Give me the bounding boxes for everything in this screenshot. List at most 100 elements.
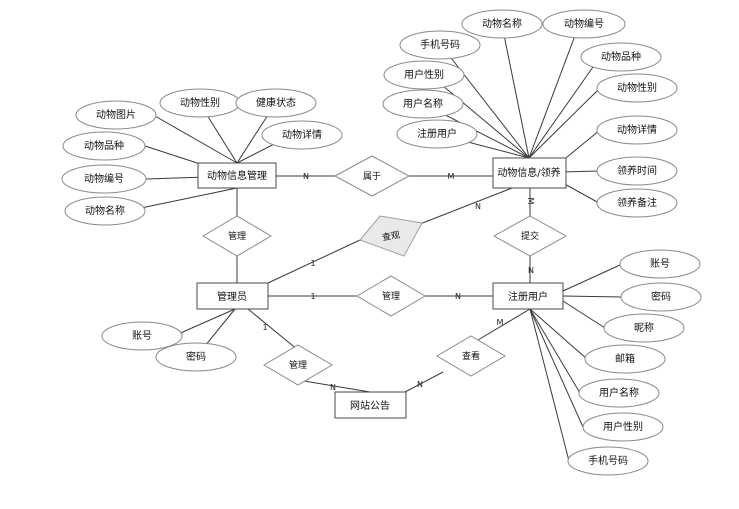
attribute-user-name: 用户名称: [578, 378, 660, 408]
svg-text:用户性别: 用户性别: [603, 420, 643, 433]
svg-text:健康状态: 健康状态: [256, 96, 296, 109]
attribute-nickname: 昵称: [603, 313, 685, 343]
relation-manage-info: 管理: [202, 215, 272, 257]
svg-text:密码: 密码: [651, 290, 671, 303]
svg-text:动物编号: 动物编号: [564, 17, 604, 30]
relation-admin-manage-user: 管理: [356, 275, 426, 317]
attributes-admin: 账号 密码: [101, 321, 237, 372]
attribute-animal-details: 动物详情: [261, 120, 343, 150]
svg-text:账号: 账号: [650, 258, 670, 270]
attribute-user-gender: 用户性别: [383, 60, 465, 90]
entity-registered-user: 注册用户: [492, 282, 564, 310]
svg-text:密码: 密码: [186, 350, 206, 363]
entity-animal-adopt: 动物信息/领养: [492, 157, 567, 189]
svg-text:昵称: 昵称: [634, 321, 654, 334]
cardinality-notice-user-n: N: [417, 380, 423, 389]
svg-text:用户名称: 用户名称: [599, 386, 639, 399]
svg-text:动物性别: 动物性别: [180, 96, 220, 109]
edges-relations: [236, 175, 531, 393]
attribute-account: 账号: [619, 249, 701, 279]
svg-text:动物品种: 动物品种: [84, 139, 124, 152]
svg-text:手机号码: 手机号码: [420, 38, 460, 51]
cardinality-belongs-n: N: [303, 172, 309, 181]
cardinality-manage-user-n: N: [455, 292, 461, 301]
relation-belongs-to: 属于: [333, 155, 411, 197]
cardinality-belongs-m: M: [448, 172, 455, 181]
relation-admin-manage-notice: 管理: [263, 344, 333, 386]
svg-text:动物性别: 动物性别: [617, 81, 657, 94]
attribute-animal-name: 动物名称: [461, 9, 543, 39]
attribute-animal-breed: 动物品种: [62, 131, 146, 161]
svg-text:领养时间: 领养时间: [617, 164, 657, 177]
entities: 动物信息管理 动物信息/领养 管理员 注册用户 网站公告: [196, 157, 567, 419]
attributes-user: 账号 密码 昵称 邮箱 用户名称 用户性别 手机号码: [567, 249, 702, 476]
svg-text:动物详情: 动物详情: [282, 128, 322, 141]
entity-admin: 管理员: [196, 282, 269, 310]
svg-text:用户性别: 用户性别: [404, 68, 444, 81]
attribute-user-gender: 用户性别: [582, 412, 664, 442]
cardinality-manage-user-1: 1: [310, 292, 315, 301]
svg-text:动物信息管理: 动物信息管理: [207, 169, 267, 182]
cardinality-view-1: 1: [310, 259, 315, 268]
svg-text:动物编号: 动物编号: [84, 172, 124, 185]
relation-submit: 提交: [492, 215, 568, 257]
attribute-animal-id: 动物编号: [61, 164, 147, 194]
edges-info-mgmt: [140, 103, 291, 209]
cardinality-submit-bottom: N: [528, 266, 534, 275]
svg-text:动物信息/领养: 动物信息/领养: [497, 166, 560, 179]
svg-text:动物品种: 动物品种: [601, 50, 641, 63]
svg-text:查看: 查看: [462, 350, 480, 362]
attribute-adopt-time: 领养时间: [596, 156, 678, 186]
attribute-animal-details: 动物详情: [596, 115, 678, 145]
attribute-phone-number: 手机号码: [399, 30, 481, 60]
cardinality-submit-top: M: [526, 198, 535, 205]
attribute-phone-number: 手机号码: [567, 446, 649, 476]
entity-animal-info-management: 动物信息管理: [197, 162, 277, 189]
svg-text:管理: 管理: [228, 230, 246, 242]
svg-text:管理员: 管理员: [217, 290, 247, 303]
cardinality-notice-user-m: M: [497, 318, 504, 327]
attribute-animal-breed: 动物品种: [580, 42, 662, 72]
attribute-health-status: 健康状态: [235, 88, 317, 118]
entity-site-notice: 网站公告: [334, 391, 407, 419]
attribute-user-name: 用户名称: [382, 89, 464, 119]
attribute-password: 密码: [620, 282, 702, 312]
svg-text:邮箱: 邮箱: [615, 352, 635, 365]
attribute-adopt-remark: 领养备注: [596, 188, 678, 218]
svg-text:动物名称: 动物名称: [482, 17, 522, 30]
svg-text:领养备注: 领养备注: [617, 196, 657, 209]
svg-text:账号: 账号: [132, 330, 152, 342]
svg-text:网站公告: 网站公告: [350, 399, 390, 412]
cardinality-labels: N M 1 N M N 1 N 1 N N M: [262, 172, 535, 392]
relation-view: 查观: [359, 215, 423, 257]
attribute-animal-image: 动物图片: [75, 100, 157, 130]
svg-text:提交: 提交: [521, 230, 539, 242]
attribute-email: 邮箱: [584, 344, 666, 374]
relation-user-view-notice: 查看: [436, 335, 506, 377]
cardinality-view-n: N: [475, 202, 481, 211]
edges-admin-user: [175, 264, 623, 462]
cardinality-notice-admin-n: N: [330, 383, 336, 392]
svg-text:用户名称: 用户名称: [403, 97, 443, 110]
svg-text:管理: 管理: [382, 290, 400, 302]
svg-text:属于: 属于: [363, 171, 381, 182]
cardinality-notice-admin-1: 1: [262, 323, 267, 332]
attribute-animal-gender: 动物性别: [159, 88, 241, 118]
svg-text:注册用户: 注册用户: [508, 290, 548, 303]
attribute-animal-gender: 动物性别: [596, 73, 678, 103]
attributes-adopt: 动物名称 动物编号 手机号码 动物品种 用户性别 动物性别 用户名称 注册用户: [382, 9, 678, 218]
svg-text:查观: 查观: [381, 229, 401, 244]
attribute-account: 账号: [101, 321, 183, 351]
svg-text:管理: 管理: [289, 359, 307, 371]
attribute-password: 密码: [155, 342, 237, 372]
svg-text:动物名称: 动物名称: [85, 204, 125, 217]
attribute-animal-id: 动物编号: [542, 9, 626, 39]
attributes-info-mgmt: 动物图片 动物性别 健康状态 动物详情 动物品种 动物编号 动物名称: [61, 88, 343, 226]
svg-text:手机号码: 手机号码: [588, 454, 628, 467]
svg-text:注册用户: 注册用户: [417, 127, 457, 140]
svg-text:动物图片: 动物图片: [96, 108, 136, 121]
relationships: 属于 管理 查观 提交 管理 管理 查看: [202, 155, 568, 386]
attribute-registered-user: 注册用户: [396, 119, 478, 149]
svg-text:动物详情: 动物详情: [617, 123, 657, 136]
